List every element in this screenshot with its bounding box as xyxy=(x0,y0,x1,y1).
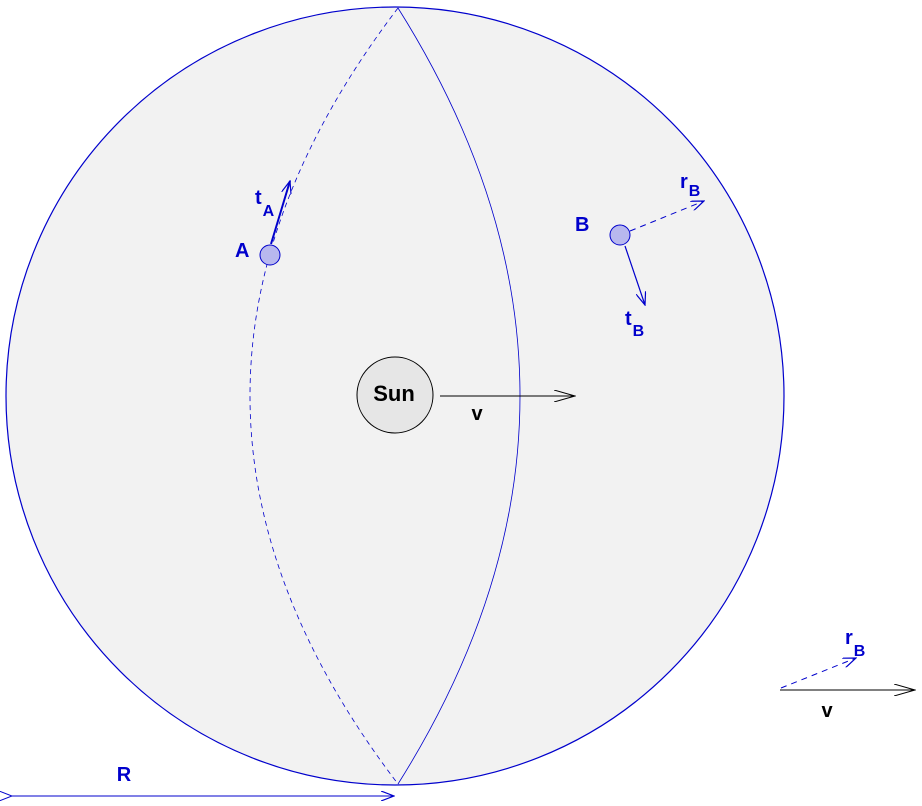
legend-radial-label: rB xyxy=(845,627,865,660)
tangent-arrow-b xyxy=(624,245,645,305)
point-a xyxy=(259,244,281,266)
radius-label: R xyxy=(117,764,132,786)
sun xyxy=(356,356,434,434)
legend-radial-arrow xyxy=(780,658,856,689)
point-b xyxy=(609,224,631,246)
tangent-a-label: tA xyxy=(255,187,275,220)
legend-velocity-label: v xyxy=(821,700,833,722)
velocity-label: v xyxy=(471,403,483,425)
sun-label: Sun xyxy=(373,381,415,406)
radial-b-label: rB xyxy=(680,171,700,200)
radial-arrow-b xyxy=(629,201,704,232)
point-b-label: B xyxy=(575,214,589,236)
tangent-arrow-a xyxy=(270,181,290,245)
point-a-label: A xyxy=(235,240,249,262)
tangent-b-label: tB xyxy=(625,308,644,340)
meridian-back-dashed xyxy=(249,7,399,785)
